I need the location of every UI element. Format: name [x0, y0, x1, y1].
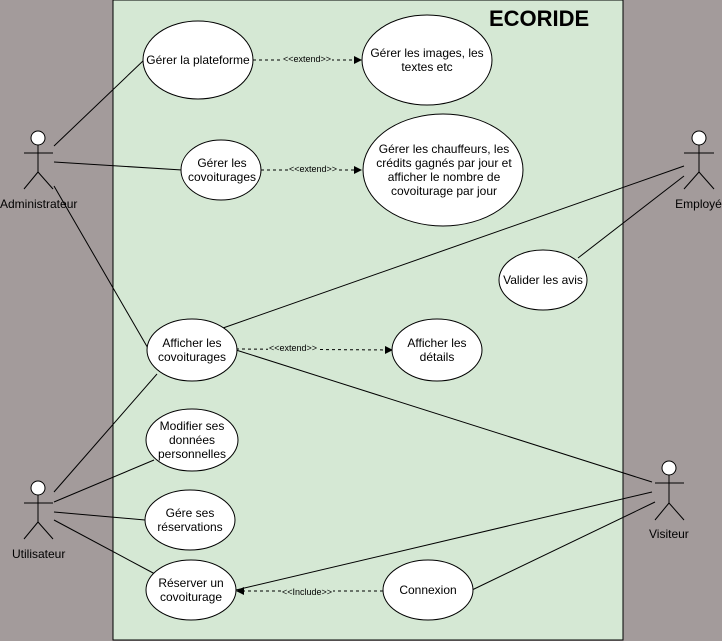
assoc-admin-gerer-covoiturages	[53, 161, 183, 171]
actor-employe-label: Employé	[675, 197, 722, 211]
uc-afficher-details-shape	[391, 318, 483, 382]
uc-modifier-donnees-shape	[145, 408, 239, 472]
uc-afficher-details: Afficher les détails	[407, 336, 467, 364]
actor-employe-figure	[683, 130, 715, 190]
uc-modifier-donnees: Modifier ses données personnelles	[157, 419, 227, 461]
uc-gerer-images-shape	[361, 14, 493, 106]
uc-valider-avis-shape	[498, 249, 588, 311]
uc-gerer-plateforme: Gérer la plateforme	[146, 53, 250, 67]
assoc-admin-afficher-covoiturages	[53, 185, 150, 351]
assoc-visiteur-afficher-covoiturages	[235, 349, 653, 483]
uc-gere-reservations: Gére ses réservations	[157, 506, 223, 534]
assoc-visiteur-reserver	[235, 491, 653, 591]
extend-label-1: <<extend>>	[282, 54, 333, 65]
uc-connexion-shape	[382, 559, 474, 621]
include-label-1: <<Include>>	[281, 587, 334, 598]
actor-administrateur-figure	[23, 130, 54, 190]
uc-reserver: Réserver un covoiturage	[158, 576, 224, 604]
actor-utilisateur-figure	[23, 480, 54, 540]
assoc-utilisateur-gere-reservations	[53, 511, 146, 521]
uc-afficher-covoiturages: Afficher les covoiturages	[157, 336, 227, 364]
assoc-admin-gerer-plateforme	[53, 59, 145, 147]
uc-gerer-images: Gérer les images, les textes etc	[370, 46, 484, 74]
uc-gere-reservations-shape	[144, 489, 236, 551]
uc-valider-avis: Valider les avis	[503, 273, 583, 287]
assoc-utilisateur-reserver	[53, 519, 156, 575]
assoc-utilisateur-modifier-donnees	[53, 459, 155, 503]
uc-afficher-covoiturages-shape	[146, 318, 238, 382]
actor-visiteur-figure	[654, 460, 685, 521]
uc-gerer-chauffeurs-shape	[362, 113, 524, 227]
uc-connexion: Connexion	[399, 583, 457, 597]
actor-administrateur-label: Administrateur	[0, 197, 78, 211]
assoc-employe-valider-avis	[577, 175, 685, 259]
extend-label-2: <<extend>>	[288, 164, 339, 175]
uc-gerer-covoiturages-shape	[180, 139, 262, 201]
actor-visiteur-label: Visiteur	[649, 527, 689, 541]
extend-label-3: <<extend>>	[268, 343, 319, 354]
actor-utilisateur-label: Utilisateur	[12, 547, 66, 561]
system-title: ECORIDE	[489, 6, 590, 31]
uc-gerer-covoiturages: Gérer les covoiturages	[187, 156, 257, 184]
uc-gerer-plateforme-shape	[142, 20, 254, 100]
uc-reserver-shape	[145, 559, 237, 621]
assoc-visiteur-connexion	[471, 501, 656, 591]
assoc-employe-afficher-covoiturages	[222, 165, 685, 329]
uc-gerer-chauffeurs: Gérer les chauffeurs, les crédits gagnés…	[376, 142, 512, 198]
assoc-utilisateur-afficher-covoiturages	[53, 373, 158, 493]
